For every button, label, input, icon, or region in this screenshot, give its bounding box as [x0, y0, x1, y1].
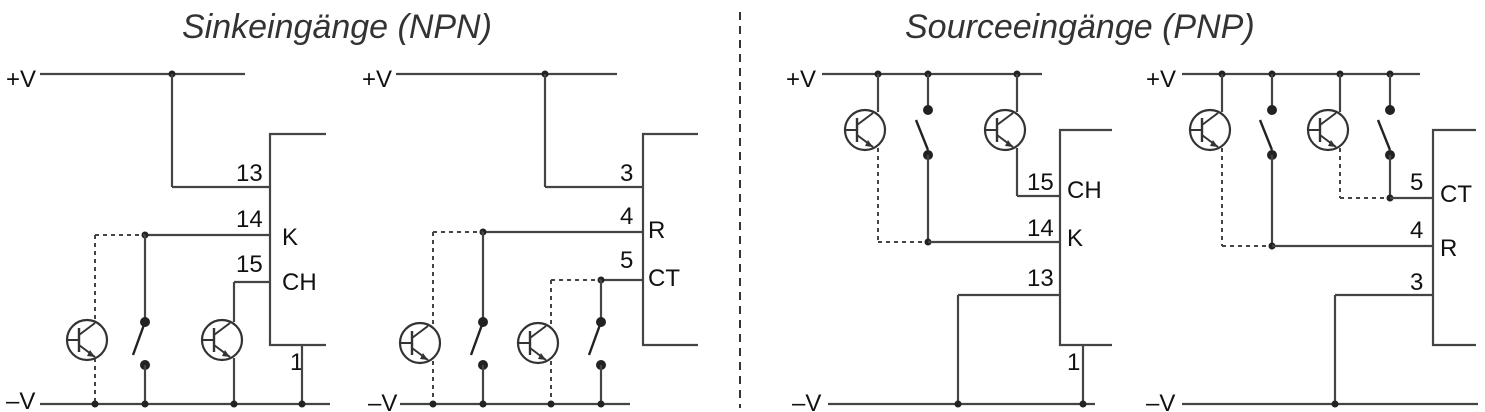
source-k-ch-circuit: +V 15 CH 14 K 13 1 –V [786, 66, 1112, 412]
source-title: Sourceeingänge (PNP) [905, 8, 1255, 46]
terminal-15: 15 [1027, 169, 1054, 196]
positive-supply-label: +V [362, 66, 392, 93]
terminal-13: 13 [1027, 265, 1054, 292]
transistor-icon [200, 318, 244, 362]
transistor-icon [843, 108, 887, 152]
terminal-4: 4 [620, 203, 633, 230]
terminal-4: 4 [1410, 217, 1423, 244]
transistor-icon [1306, 108, 1350, 152]
switch-icon [914, 119, 930, 151]
terminal-1: 1 [1067, 349, 1080, 376]
positive-supply-label: +V [6, 66, 36, 93]
terminal-5: 5 [1410, 169, 1423, 196]
terminal-15: 15 [236, 251, 263, 278]
source-r-ct-circuit: +V 5 CT 4 R 3 [1146, 66, 1478, 412]
transistor-icon [398, 321, 442, 365]
terminal-3: 3 [620, 160, 633, 187]
negative-supply-label: –V [368, 390, 397, 412]
positive-supply-label: +V [1146, 66, 1176, 93]
sink-r-ct-circuit: +V 3 4 R 5 CT –V [362, 66, 698, 412]
transistor-icon [1188, 108, 1232, 152]
input-r: R [1440, 235, 1457, 262]
terminal-1: 1 [290, 349, 303, 376]
sink-title: Sinkeingänge (NPN) [182, 8, 492, 46]
input-k: K [282, 224, 298, 251]
input-k: K [1067, 225, 1083, 252]
terminal-13: 13 [236, 160, 263, 187]
transistor-icon [983, 108, 1027, 152]
input-r: R [648, 217, 665, 244]
terminal-14: 14 [236, 206, 263, 233]
switch-icon [1376, 119, 1392, 151]
negative-supply-label: –V [1146, 390, 1175, 412]
positive-supply-label: +V [786, 66, 816, 93]
input-ct: CT [648, 265, 680, 292]
terminal-3: 3 [1410, 269, 1423, 296]
switch-icon [469, 321, 485, 356]
switch-icon [1258, 119, 1274, 151]
switch-icon [131, 321, 147, 356]
terminal-5: 5 [620, 247, 633, 274]
input-ch: CH [282, 269, 317, 296]
negative-supply-label: –V [6, 388, 35, 412]
sink-k-ch-circuit: +V 13 14 K 15 CH 1 –V [6, 66, 330, 412]
transistor-icon [65, 318, 109, 362]
switch-icon [587, 321, 603, 356]
input-ct: CT [1440, 181, 1472, 208]
negative-supply-label: –V [792, 390, 821, 412]
input-ch: CH [1067, 177, 1102, 204]
transistor-icon [516, 321, 560, 365]
terminal-14: 14 [1027, 215, 1054, 242]
